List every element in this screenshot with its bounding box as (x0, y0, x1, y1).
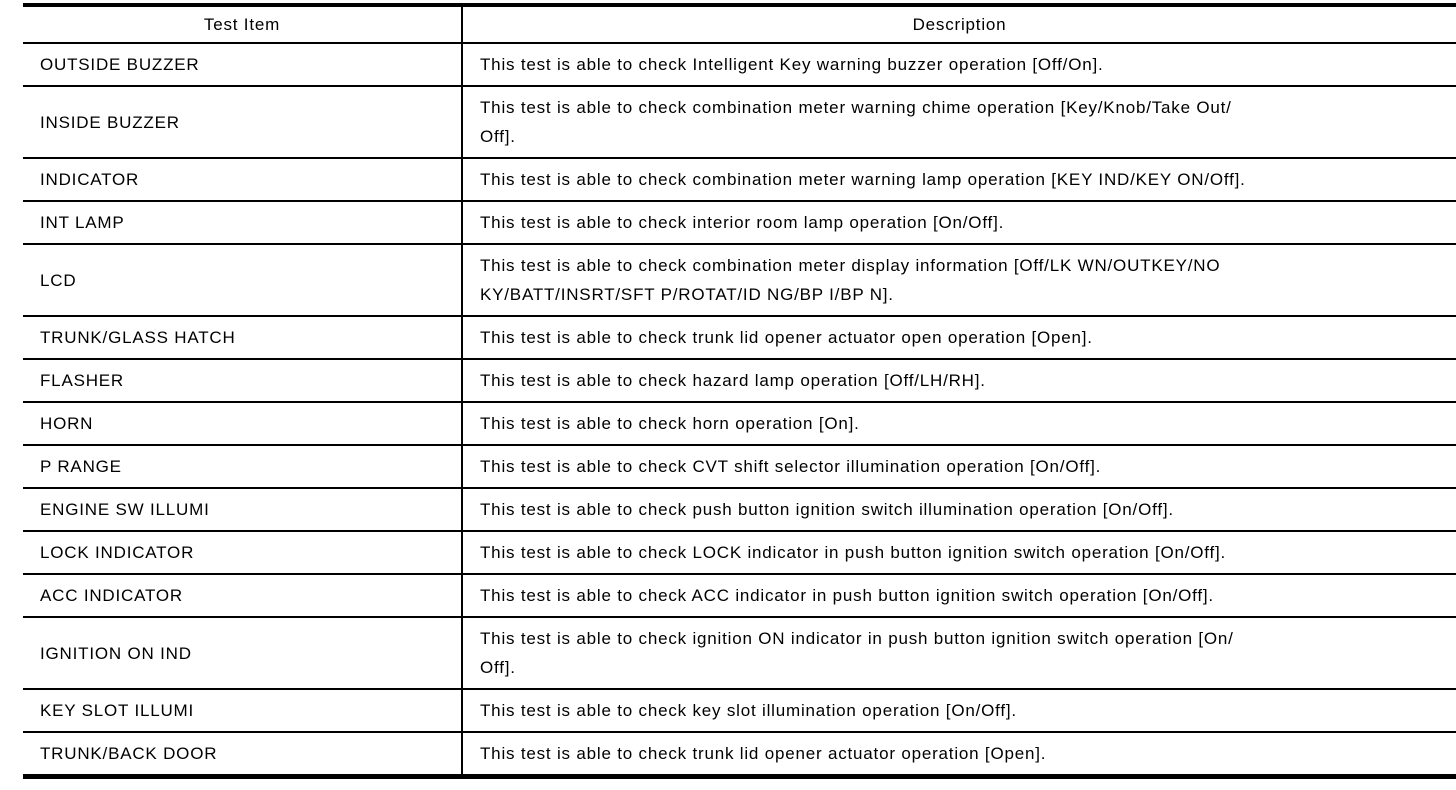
table-row: INSIDE BUZZER This test is able to check… (23, 86, 1456, 158)
column-header-test-item: Test Item (203, 15, 281, 34)
test-item-cell: INT LAMP (40, 213, 125, 232)
description-cell: This test is able to check ACC indicator… (461, 574, 1456, 617)
test-item-cell: LCD (40, 270, 77, 290)
description-cell: This test is able to check push button i… (461, 488, 1456, 531)
table-row: TRUNK/GLASS HATCH This test is able to c… (23, 316, 1456, 359)
table-row: IGNITION ON IND This test is able to che… (23, 617, 1456, 689)
table-row: ACC INDICATOR This test is able to check… (23, 574, 1456, 617)
description-cell: This test is able to check Intelligent K… (461, 43, 1456, 86)
table-row: KEY SLOT ILLUMI This test is able to che… (23, 689, 1456, 732)
test-item-cell: P RANGE (40, 457, 122, 476)
description-cell: This test is able to check combination m… (461, 158, 1456, 201)
description-cell: This test is able to check hazard lamp o… (461, 359, 1456, 402)
test-description-table: Test Item Description OUTSIDE BUZZER Thi… (23, 3, 1456, 779)
table-row: LCD This test is able to check combinati… (23, 244, 1456, 316)
description-cell: This test is able to check key slot illu… (461, 689, 1456, 732)
test-item-cell: FLASHER (40, 371, 125, 390)
table-row: INT LAMP This test is able to check inte… (23, 201, 1456, 244)
description-cell: This test is able to check trunk lid ope… (461, 316, 1456, 359)
table-row: FLASHER This test is able to check hazar… (23, 359, 1456, 402)
test-item-cell: IGNITION ON IND (40, 643, 192, 663)
table-row: LOCK INDICATOR This test is able to chec… (23, 531, 1456, 574)
table-row: OUTSIDE BUZZER This test is able to chec… (23, 43, 1456, 86)
test-item-cell: ACC INDICATOR (40, 586, 183, 605)
test-item-cell: OUTSIDE BUZZER (40, 55, 200, 74)
description-cell: This test is able to check combination m… (461, 86, 1456, 158)
test-item-cell: HORN (40, 414, 94, 433)
table-row: HORN This test is able to check horn ope… (23, 402, 1456, 445)
description-cell: This test is able to check interior room… (461, 201, 1456, 244)
description-cell: This test is able to check CVT shift sel… (461, 445, 1456, 488)
description-cell: This test is able to check trunk lid ope… (461, 732, 1456, 777)
table-row: ENGINE SW ILLUMI This test is able to ch… (23, 488, 1456, 531)
test-item-cell: ENGINE SW ILLUMI (40, 500, 210, 519)
table-row: INDICATOR This test is able to check com… (23, 158, 1456, 201)
header-row: Test Item Description (23, 5, 1456, 43)
test-item-cell: INSIDE BUZZER (40, 112, 180, 132)
test-item-cell: LOCK INDICATOR (40, 543, 195, 562)
column-header-description: Description (461, 5, 1456, 43)
table-row: TRUNK/BACK DOOR This test is able to che… (23, 732, 1456, 777)
description-cell: This test is able to check combination m… (461, 244, 1456, 316)
manual-page: Test Item Description OUTSIDE BUZZER Thi… (0, 3, 1456, 790)
table-body: OUTSIDE BUZZER This test is able to chec… (23, 43, 1456, 777)
test-item-cell: TRUNK/BACK DOOR (40, 744, 218, 763)
test-item-cell: INDICATOR (40, 170, 140, 189)
table-row: P RANGE This test is able to check CVT s… (23, 445, 1456, 488)
description-cell: This test is able to check LOCK indicato… (461, 531, 1456, 574)
description-cell: This test is able to check ignition ON i… (461, 617, 1456, 689)
description-cell: This test is able to check horn operatio… (461, 402, 1456, 445)
table-header: Test Item Description (23, 5, 1456, 43)
test-item-cell: TRUNK/GLASS HATCH (40, 328, 236, 347)
test-item-cell: KEY SLOT ILLUMI (40, 701, 195, 720)
